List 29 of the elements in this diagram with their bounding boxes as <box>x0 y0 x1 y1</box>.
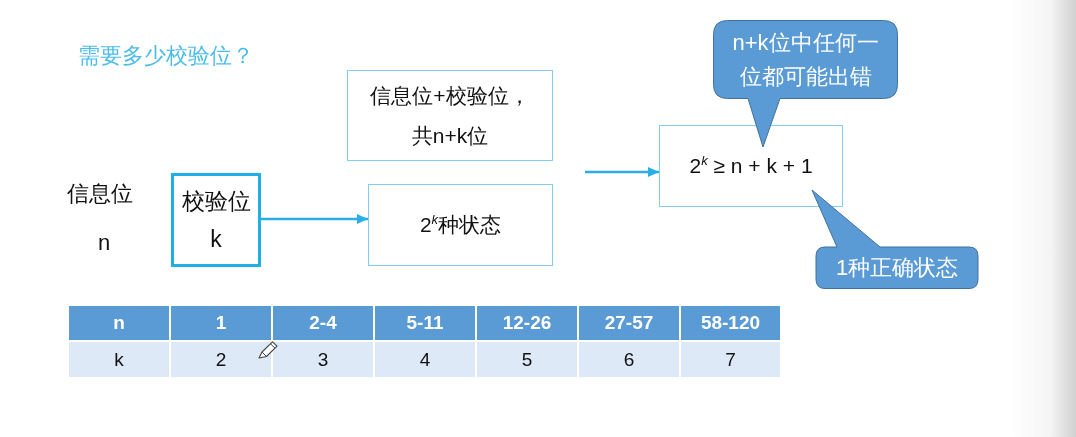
header-cell: 27-57 <box>579 306 679 340</box>
header-cell: 1 <box>171 306 271 340</box>
process-box <box>171 173 261 267</box>
table-cell: 3 <box>273 342 373 377</box>
header-cell: 5-11 <box>375 306 475 340</box>
node-text: 校验位 <box>181 186 251 215</box>
node-text: 2$^{k}$ ≥ n + k + 1 <box>689 152 813 179</box>
table-cell: 4 <box>375 342 475 377</box>
node-text: k <box>210 225 222 254</box>
process-box <box>659 125 843 207</box>
title: 需要多少校验位？ <box>78 42 254 70</box>
arrow <box>261 214 368 224</box>
node-text: 2$^{k}$种状态 <box>419 211 502 238</box>
table-cell: 5 <box>477 342 577 377</box>
table-cell: 7 <box>681 342 780 377</box>
header-cell: 2-4 <box>273 306 373 340</box>
arrow <box>585 167 659 177</box>
node-text: 信息位+校验位，共n+k位 <box>369 82 531 149</box>
header-cell: 12-26 <box>477 306 577 340</box>
header-cell: n <box>69 306 169 340</box>
process-box <box>368 184 553 266</box>
text-label: n <box>98 229 111 257</box>
table-cell: k <box>69 342 169 377</box>
callout-text: n+k位中任何一位都可能出错 <box>731 28 880 91</box>
callout-text: 1种正确状态 <box>835 253 959 282</box>
text-label: 信息位 <box>67 180 133 208</box>
table-cell: 6 <box>579 342 679 377</box>
process-box <box>347 70 553 161</box>
header-cell: 58-120 <box>681 306 780 340</box>
